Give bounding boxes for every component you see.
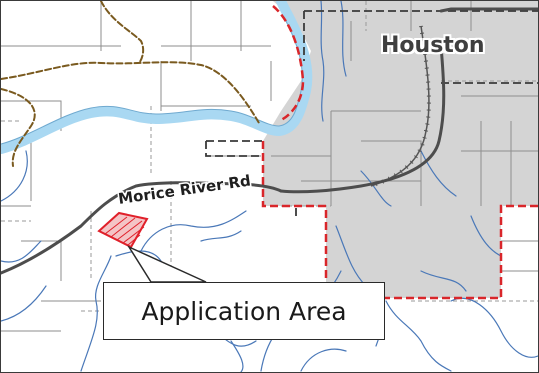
railway-ties [370,25,431,188]
river [1,1,313,154]
trails [1,1,260,167]
river-edge [1,20,303,145]
district-boundary [205,10,538,157]
callout-pointer [127,245,207,283]
callout-application-area: Application Area [103,282,385,340]
application-area[interactable] [97,211,149,249]
road-morice-river [1,181,283,275]
road-label: Morice River Rd [117,172,252,208]
highway-south [279,44,446,194]
dashed-grid [1,1,538,312]
place-label-houston: Houston [381,33,485,58]
urban-area [263,1,538,298]
highway [439,7,538,13]
